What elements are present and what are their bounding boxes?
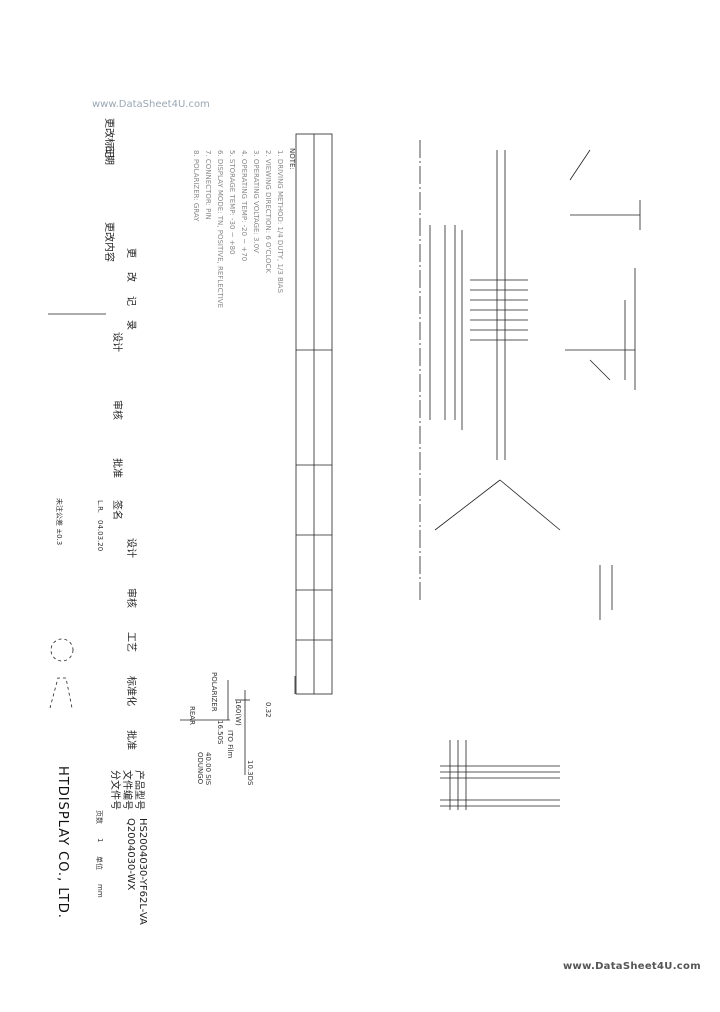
note-line: 4. OPERATING TEMP: -20 ~ +70 <box>240 150 248 262</box>
unit-value: mm <box>96 884 104 898</box>
projection-circle <box>50 638 74 662</box>
rev-sign-value: L.R. <box>96 500 104 513</box>
sig-design: 设计 <box>125 538 136 558</box>
rev-title-1: 更 <box>125 248 136 258</box>
note-line: 5. STORAGE TEMP: -30 ~ +80 <box>228 150 236 255</box>
watermark-bottom: www.DataSheet4U.com <box>563 961 701 972</box>
sig-review: 审核 <box>125 588 136 608</box>
rev-title-4: 录 <box>125 320 136 330</box>
note-line: 6. DISPLAY MODE: TN, POSITIVE, REFLECTIV… <box>216 150 224 309</box>
note-line: 2. VIEWING DIRECTION: 6 O'CLOCK <box>264 150 272 273</box>
company-name: HTDISPLAY CO., LTD. <box>55 766 70 919</box>
sig-approve: 批准 <box>125 730 136 750</box>
dim-label: 16.50S <box>216 720 224 745</box>
dim-label: 160(W) <box>234 700 242 726</box>
note-line: 7. CONNECTOR: PIN <box>204 150 212 220</box>
sig-standard: 标准化 <box>125 676 136 706</box>
note-line: 3. OPERATING VOLTAGE: 3.0V <box>252 150 260 253</box>
dim-label: 10.3DS <box>246 760 254 786</box>
unit-label: 单位 <box>95 856 103 870</box>
notes-head: NOTE: <box>288 148 296 170</box>
sig-process: 工艺 <box>125 632 136 652</box>
tolerance-note: 未注公差 ±0.3 <box>55 498 63 546</box>
rev-date-value: 04.03.20 <box>96 520 104 552</box>
note-line: 1. DRIVING METHOD: 1/4 DUTY, 1/3 BIAS <box>276 150 284 294</box>
rev-title-3: 记 <box>125 296 136 306</box>
sheet-value: 1 <box>96 838 104 843</box>
dim-label: POLARIZER <box>210 672 218 712</box>
model-value: HS2004030-YF62L-VA <box>137 818 148 925</box>
dim-label: REAR <box>188 706 196 725</box>
watermark-top: www.DataSheet4U.com <box>92 99 210 110</box>
projection-cone <box>49 677 73 709</box>
rev-title-2: 改 <box>125 272 136 282</box>
sub-doc-label: 分文件号 <box>109 770 120 810</box>
rev-col-review: 审核 <box>111 400 122 420</box>
dim-label: ODUNGO <box>196 752 204 785</box>
rev-col-approve: 批准 <box>111 458 122 478</box>
note-line: 8. POLARIZER: GRAY <box>192 150 200 222</box>
rev-sign-label: 签名 <box>111 500 122 520</box>
dim-label: 40.00 SIS <box>204 752 212 786</box>
dim-label: ITO Film <box>226 730 234 759</box>
rev-col-date: 日期 <box>103 145 114 165</box>
rev-col-content: 更改内容 <box>103 222 114 262</box>
dim-label: 0.32 <box>264 702 272 718</box>
rev-col-design: 设计 <box>111 332 122 352</box>
sheet-label: 页数 <box>95 810 103 824</box>
doc-value: Q2004030-WX <box>125 818 136 891</box>
